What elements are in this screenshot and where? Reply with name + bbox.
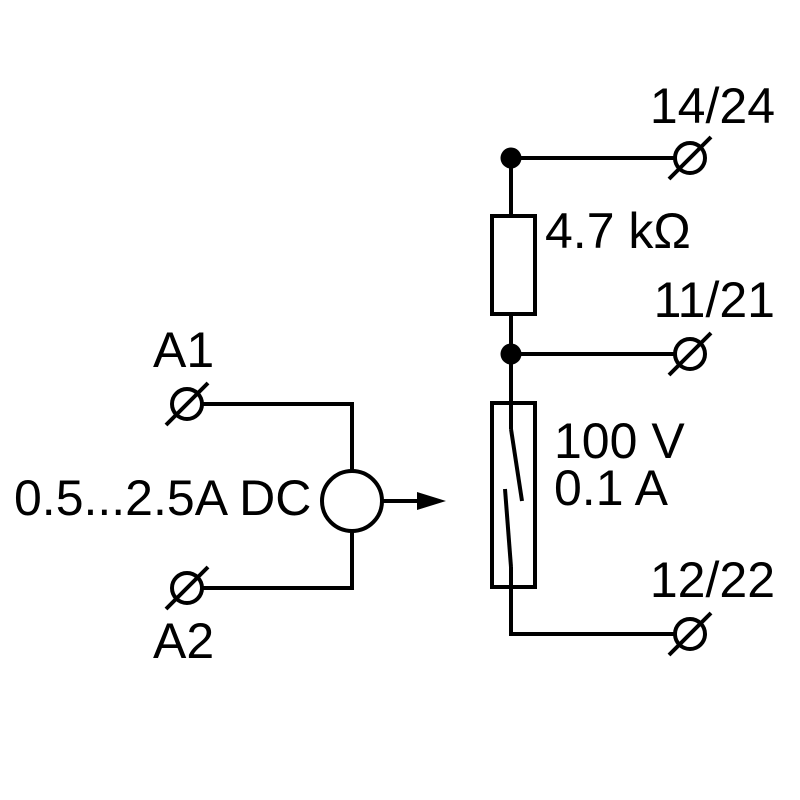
terminal-symbol-a1 bbox=[164, 381, 210, 427]
terminal-slash-icon bbox=[667, 331, 713, 377]
terminal-circle-icon bbox=[673, 337, 707, 371]
terminal-circle-icon bbox=[170, 387, 204, 421]
terminal-slash-icon bbox=[667, 611, 713, 657]
terminal-symbol-11-21 bbox=[667, 331, 713, 377]
junction-dot-mid bbox=[500, 343, 522, 365]
terminal-circle-icon bbox=[170, 571, 204, 605]
junction-dot-top bbox=[500, 147, 522, 169]
contact-current-label: 0.1 A bbox=[554, 460, 669, 516]
terminal-symbol-12-22 bbox=[667, 611, 713, 657]
resistor-value-label: 4.7 kΩ bbox=[545, 203, 691, 259]
terminal-label-12-22: 12/22 bbox=[650, 552, 775, 608]
input-range-label: 0.5...2.5A DC bbox=[14, 470, 311, 526]
wires bbox=[202, 156, 675, 636]
wire-transducer-to-a2 bbox=[202, 531, 354, 590]
transducer-circle bbox=[320, 469, 384, 533]
wire-a1-to-transducer bbox=[202, 402, 354, 471]
terminal-label-a2: A2 bbox=[153, 613, 214, 669]
terminal-symbol-14-24 bbox=[667, 135, 713, 181]
contact-voltage-label: 100 V bbox=[554, 413, 685, 469]
terminal-slash-icon bbox=[164, 565, 210, 611]
contact-lever-upper bbox=[509, 428, 524, 502]
wire-contact-to-terminal12 bbox=[509, 567, 675, 636]
contact-body bbox=[490, 401, 537, 589]
terminal-symbol-a2 bbox=[164, 565, 210, 611]
current-transducer-symbol bbox=[320, 469, 446, 533]
resistor-body bbox=[490, 214, 537, 316]
terminal-label-a1: A1 bbox=[153, 322, 214, 378]
terminal-circle-icon bbox=[673, 141, 707, 175]
resistor-symbol bbox=[490, 214, 537, 316]
terminal-label-14-24: 14/24 bbox=[650, 78, 775, 134]
terminal-circle-icon bbox=[673, 617, 707, 651]
contact-symbol bbox=[490, 401, 537, 589]
terminal-label-11-21: 11/21 bbox=[654, 272, 775, 328]
contact-lever-lower bbox=[503, 488, 513, 568]
terminal-slash-icon bbox=[164, 381, 210, 427]
arrow-head-icon bbox=[417, 492, 446, 510]
terminal-slash-icon bbox=[667, 135, 713, 181]
